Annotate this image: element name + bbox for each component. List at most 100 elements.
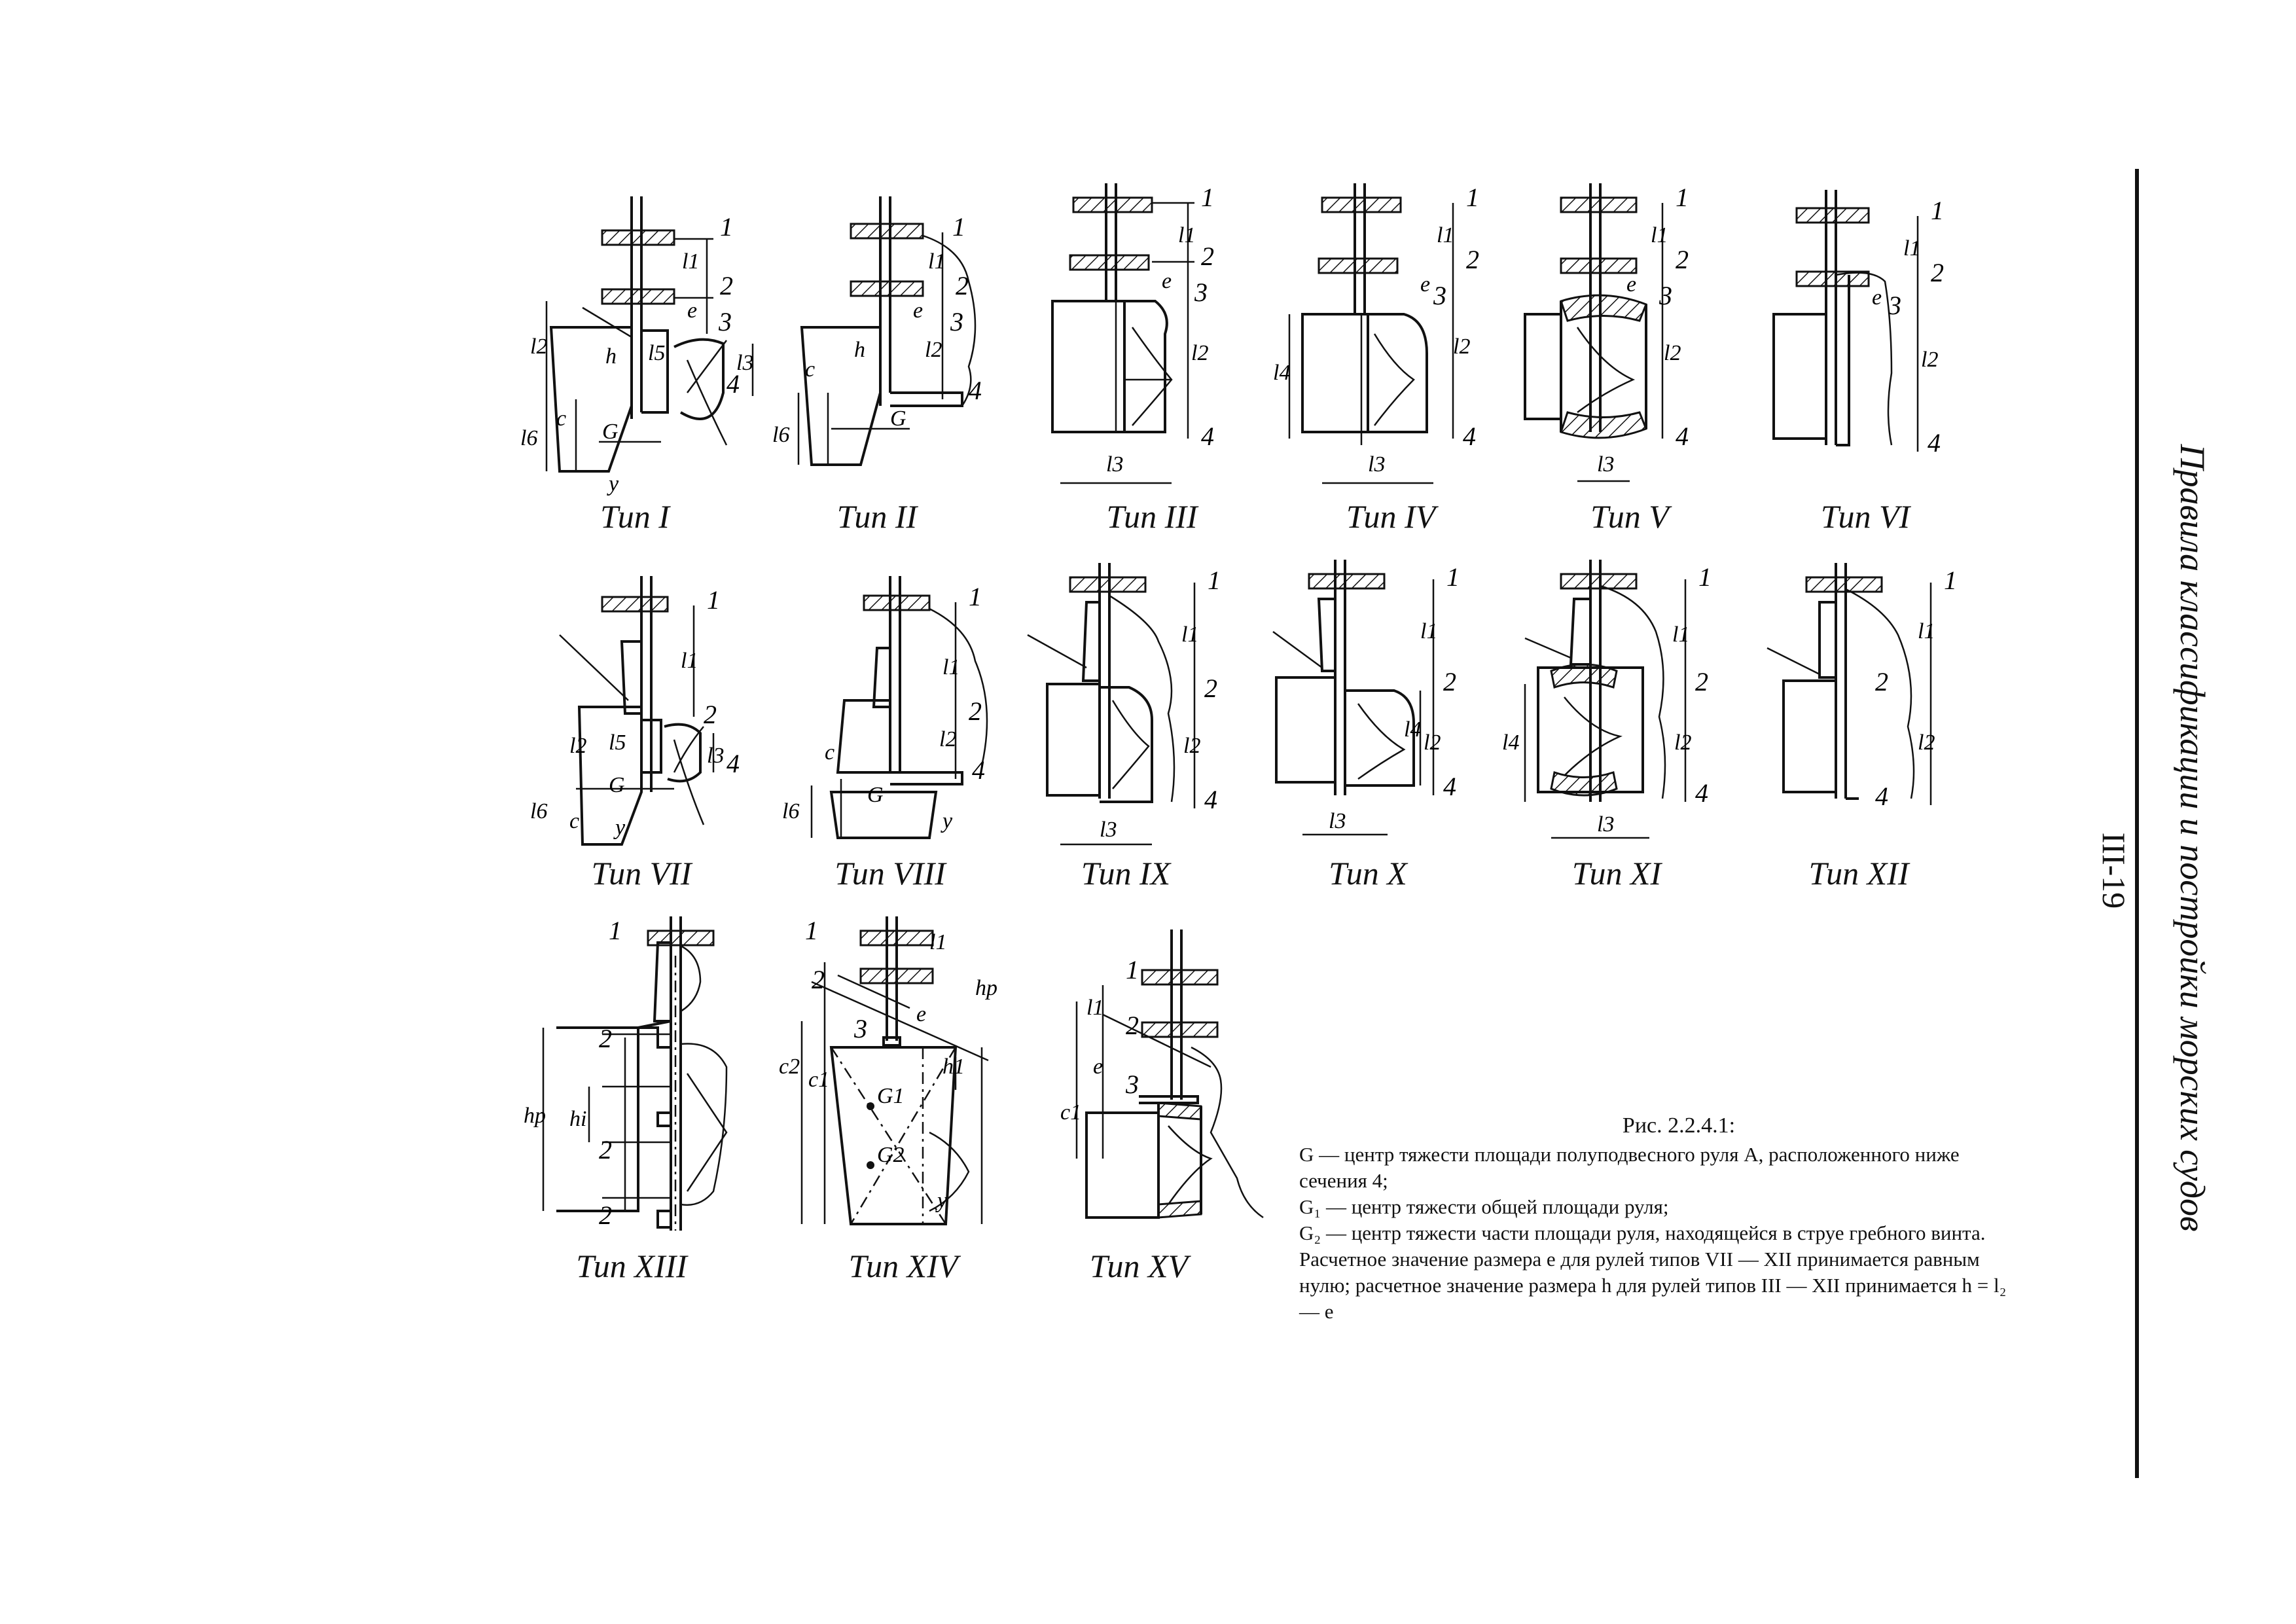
label-2: 2 xyxy=(1931,258,1944,287)
label-l3: l3 xyxy=(707,744,724,768)
label-1: 1 xyxy=(1944,566,1957,595)
label-l2: l2 xyxy=(925,338,942,362)
label-2: 2 xyxy=(956,271,969,300)
label-l1: l1 xyxy=(942,655,960,679)
label-l2: l2 xyxy=(569,734,586,758)
label-c2: c2 xyxy=(779,1055,800,1079)
drawing-type-5: 1 2 3 4 l1 e l2 l3 Тип V xyxy=(1512,183,1761,535)
label-1: 1 xyxy=(707,585,720,615)
label-l3: l3 xyxy=(1106,452,1123,477)
label-e: e xyxy=(1420,272,1430,297)
label-c: c xyxy=(556,406,566,431)
label-l1: l1 xyxy=(681,649,698,673)
label-2: 2 xyxy=(1466,245,1479,274)
figure-caption: Рис. 2.2.4.1: G — центр тяжести площади … xyxy=(1299,1113,2019,1325)
label-e: e xyxy=(1626,272,1636,297)
label-l1: l1 xyxy=(1086,996,1103,1020)
label-y: y xyxy=(607,472,619,496)
rudder-diagram-type-3: 1 2 3 4 l1 e l2 l3 xyxy=(1051,183,1214,484)
label-1: 1 xyxy=(1201,183,1214,212)
label-l6: l6 xyxy=(530,799,547,823)
rudder-diagram-type-10: 1 2 4 l1 l2 l4 l3 xyxy=(1272,560,1460,836)
label-l3: l3 xyxy=(1597,812,1614,837)
type-label-7: Тип VII xyxy=(591,855,692,892)
running-header: Правила классификации и постройки морски… xyxy=(2173,444,2212,1232)
label-2: 2 xyxy=(720,271,733,300)
label-y: y xyxy=(613,816,626,840)
label-4: 4 xyxy=(1443,772,1456,801)
type-label-11: Тип XI xyxy=(1571,855,1662,892)
caption-title: Рис. 2.2.4.1: xyxy=(1622,1113,1736,1138)
label-g: G xyxy=(890,406,906,431)
page-number: III-19 xyxy=(2094,799,2134,943)
label-l2: l2 xyxy=(939,727,956,751)
type-label-15: Тип XV xyxy=(1089,1248,1189,1284)
rudder-diagram-type-11: 1 2 4 l1 l2 l4 l3 xyxy=(1502,560,1712,839)
label-4: 4 xyxy=(972,755,985,785)
rudder-diagram-type-13: 1 2 2 2 hp hi xyxy=(524,916,728,1231)
label-3: 3 xyxy=(718,307,732,336)
rudder-diagram-type-14: 1 2 3 l1 e hp h1 c2 c1 G1 G2 y xyxy=(779,916,997,1225)
drawing-type-9: 1 2 4 l1 l2 l3 Тип IX xyxy=(1021,563,1270,892)
label-l1: l1 xyxy=(1903,236,1920,261)
label-4: 4 xyxy=(969,376,982,405)
label-l3: l3 xyxy=(1100,818,1117,842)
label-4: 4 xyxy=(1201,422,1214,451)
label-2: 2 xyxy=(1875,667,1888,696)
label-hp: hp xyxy=(524,1104,546,1128)
type-label-2: Тип II xyxy=(836,498,918,535)
drawing-type-15: 1 2 3 l1 e c1 Тип XV xyxy=(1041,929,1316,1284)
drawing-type-14: 1 2 3 l1 e hp h1 c2 c1 G1 G2 y Тип XIV xyxy=(766,916,1041,1284)
drawing-type-10: 1 2 4 l1 l2 l4 l3 Тип X xyxy=(1263,560,1512,892)
label-4: 4 xyxy=(1676,422,1689,451)
label-l2: l2 xyxy=(1424,731,1441,755)
label-l6: l6 xyxy=(520,426,537,450)
label-2: 2 xyxy=(599,1024,612,1053)
type-label-1: Тип I xyxy=(600,498,670,535)
label-2: 2 xyxy=(1695,667,1708,696)
label-l2: l2 xyxy=(1183,734,1200,758)
label-1: 1 xyxy=(1698,562,1712,592)
label-3: 3 xyxy=(1433,281,1446,310)
label-h: h xyxy=(854,338,865,362)
label-y: y xyxy=(935,1189,948,1213)
type-label-9: Тип IX xyxy=(1081,855,1171,892)
rudder-diagram-type-6: 1 2 3 4 l1 e l2 xyxy=(1772,190,1944,458)
label-2: 2 xyxy=(969,696,982,726)
label-l2: l2 xyxy=(1664,341,1681,365)
label-l5: l5 xyxy=(609,731,626,755)
label-c: c xyxy=(569,809,579,833)
label-4: 4 xyxy=(1204,785,1217,814)
label-hi: hi xyxy=(569,1107,586,1131)
label-hp: hp xyxy=(975,976,997,1000)
label-e: e xyxy=(916,1002,926,1026)
running-header-text: Правила классификации и постройки морски… xyxy=(2173,444,2212,1232)
type-label-8: Тип VIII xyxy=(834,855,946,892)
type-label-5: Тип V xyxy=(1590,498,1669,535)
label-l6: l6 xyxy=(782,799,799,823)
label-g2: G2 xyxy=(877,1143,905,1167)
label-l2: l2 xyxy=(530,334,547,359)
label-e: e xyxy=(1093,1055,1103,1079)
label-l1: l1 xyxy=(1437,223,1454,247)
label-l1: l1 xyxy=(1918,619,1935,643)
drawing-type-3: 1 2 3 4 l1 e l2 l3 Тип III xyxy=(1041,183,1289,535)
label-3: 3 xyxy=(1888,291,1901,320)
label-2: 2 xyxy=(1126,1011,1139,1040)
label-l3: l3 xyxy=(1329,809,1346,833)
drawing-type-7: 1 2 4 l1 l2 l5 l3 G l6 c y Тип VII xyxy=(517,576,766,892)
rudder-diagram-type-8: 1 2 4 l1 l2 c l6 G y xyxy=(782,576,988,839)
label-1: 1 xyxy=(1126,955,1139,984)
label-4: 4 xyxy=(1928,428,1941,458)
label-2: 2 xyxy=(1676,245,1689,274)
label-l1: l1 xyxy=(1181,623,1198,647)
label-1: 1 xyxy=(1446,562,1460,592)
label-l1: l1 xyxy=(1651,223,1668,247)
label-l1: l1 xyxy=(682,249,699,274)
rudder-diagram-type-15: 1 2 3 l1 e c1 xyxy=(1060,929,1264,1219)
label-1: 1 xyxy=(720,212,733,242)
label-e: e xyxy=(687,298,697,323)
label-l2: l2 xyxy=(1921,348,1938,372)
label-h: h xyxy=(605,344,617,369)
label-2: 2 xyxy=(599,1135,612,1164)
